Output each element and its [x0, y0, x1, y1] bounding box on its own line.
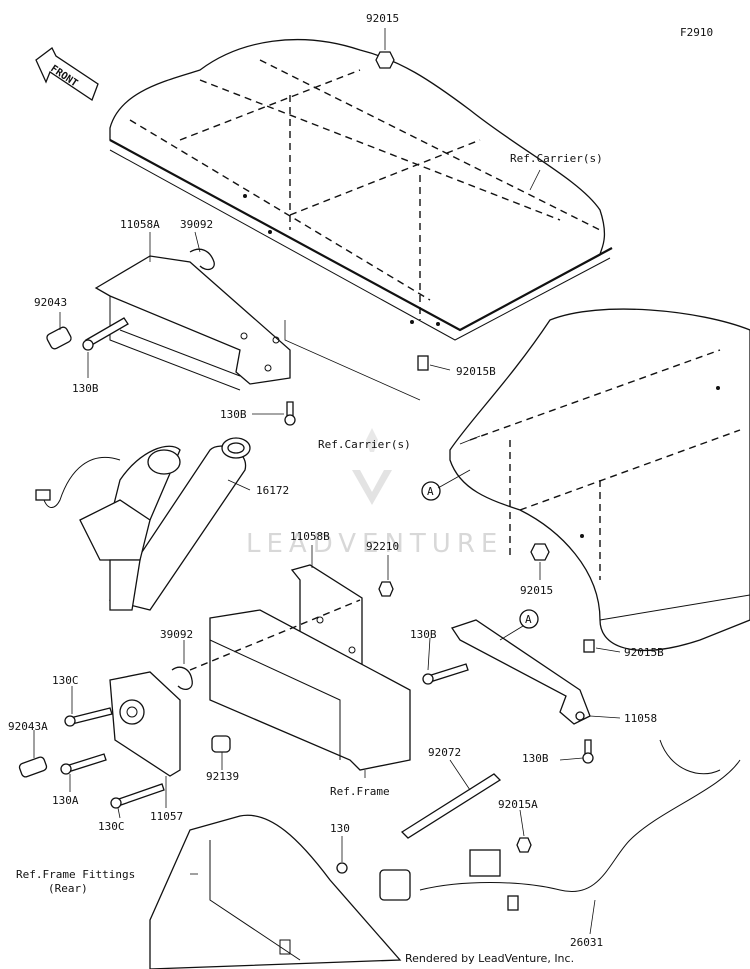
clip-39092-mid [171, 666, 193, 691]
nut-92015A [516, 837, 532, 853]
bolt-92015B-upper [417, 355, 429, 371]
part-label-130B-under[interactable]: 130B [220, 408, 247, 421]
part-label-92015B-upper[interactable]: 92015B [456, 365, 496, 378]
nut-92015-mid [530, 543, 550, 561]
clip-39092-top [189, 248, 215, 271]
part-label-130B-right-lower[interactable]: 130B [522, 752, 549, 765]
nut-92015-top [375, 51, 395, 69]
part-label-92210[interactable]: 92210 [366, 540, 399, 553]
bracket-11057 [109, 671, 181, 777]
part-label-92043[interactable]: 92043 [34, 296, 67, 309]
part-label-130B-right[interactable]: 130B [410, 628, 437, 641]
part-label-92043A[interactable]: 92043A [8, 720, 48, 733]
part-label-130B-left[interactable]: 130B [72, 382, 99, 395]
watermark: LEADVENTURE [246, 428, 503, 559]
bolt-130B-right-lower [582, 739, 594, 764]
part-label-92015B-lower[interactable]: 92015B [624, 646, 664, 659]
part-label-130[interactable]: 130 [330, 822, 350, 835]
ref-carrier-top: Ref.Carrier(s) [510, 152, 603, 165]
svg-text:A: A [427, 485, 434, 498]
ref-frame: Ref.Frame [330, 785, 390, 798]
bolt-130-icon [336, 862, 348, 874]
bolt-130A [60, 753, 107, 775]
footer-credit: Rendered by LeadVenture, Inc. [405, 952, 574, 965]
actuator-16172 [35, 437, 251, 611]
part-label-11058[interactable]: 11058 [624, 712, 657, 725]
carrier-top-panel [109, 38, 613, 341]
part-label-92072[interactable]: 92072 [428, 746, 461, 759]
part-label-130C-upper[interactable]: 130C [52, 674, 79, 687]
pin-92043 [46, 326, 72, 350]
part-label-39092-mid[interactable]: 39092 [160, 628, 193, 641]
part-label-11058B[interactable]: 11058B [290, 530, 330, 543]
pin-92043A [18, 756, 48, 778]
watermark-text: LEADVENTURE [246, 529, 503, 559]
callout-a-lower: A [519, 609, 539, 629]
bracket-11058 [450, 619, 591, 725]
part-label-39092-top[interactable]: 39092 [180, 218, 213, 231]
part-label-130A[interactable]: 130A [52, 794, 79, 807]
part-label-11058A[interactable]: 11058A [120, 218, 160, 231]
front-arrow-icon: FRONT [35, 47, 99, 101]
strap-92072 [400, 773, 502, 839]
part-label-92015-mid[interactable]: 92015 [520, 584, 553, 597]
spacer-92139 [211, 735, 231, 753]
figure-code: F2910 [680, 26, 713, 39]
frame-beam [189, 599, 411, 771]
bracket-11058A [94, 255, 291, 391]
bolt-92015B-lower [583, 639, 595, 653]
part-label-92015A[interactable]: 92015A [498, 798, 538, 811]
callout-a-upper: A [421, 481, 441, 501]
svg-text:A: A [525, 613, 532, 626]
bolt-130B-right [422, 663, 469, 685]
part-label-11057[interactable]: 11057 [150, 810, 183, 823]
bolt-130C-lower [110, 783, 165, 809]
ref-carrier-mid: Ref.Carrier(s) [318, 438, 411, 451]
bolt-130C-upper [64, 707, 113, 727]
frame-fittings [149, 814, 402, 969]
part-label-130C-lower[interactable]: 130C [98, 820, 125, 833]
ref-frame-fittings: Ref.Frame Fittings [16, 868, 135, 881]
part-label-16172[interactable]: 16172 [256, 484, 289, 497]
ref-frame-fittings-rear: (Rear) [48, 882, 88, 895]
bolt-130B-left [82, 317, 129, 351]
part-label-26031[interactable]: 26031 [570, 936, 603, 949]
part-label-92139[interactable]: 92139 [206, 770, 239, 783]
nut-92210 [378, 581, 394, 597]
part-label-92015-top[interactable]: 92015 [366, 12, 399, 25]
harness-26031 [379, 739, 741, 911]
carrier-mid-panel [449, 308, 750, 652]
bolt-130B-under [284, 401, 296, 426]
